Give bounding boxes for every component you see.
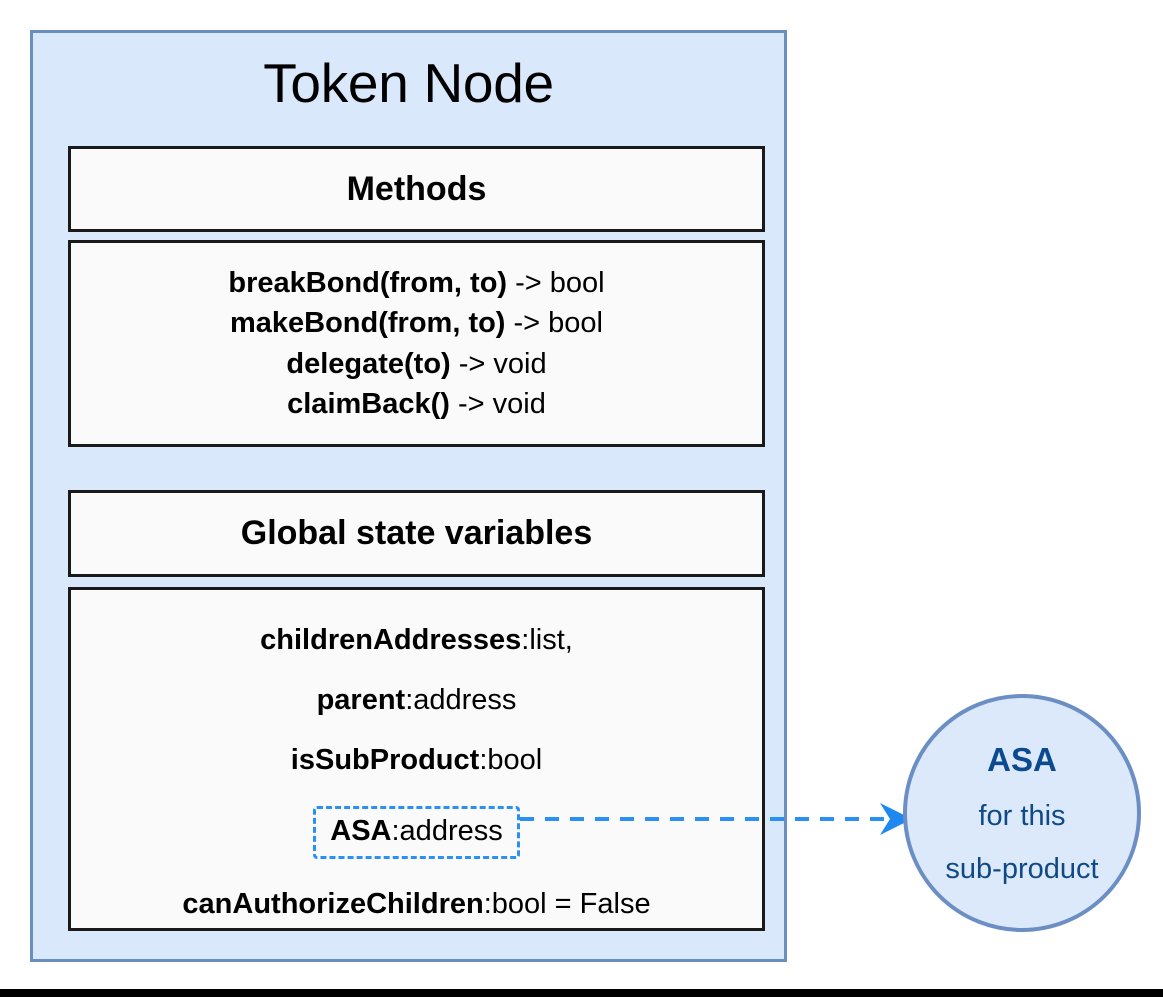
page-title: Token Node [263,52,554,114]
variable-type: :bool [479,744,543,776]
state-variables-list: childrenAddresses:list, parent:address i… [71,590,762,928]
asa-node-circle[interactable]: ASA for this sub-product [903,694,1141,932]
method-item: delegate(to) -> void [286,344,546,384]
variable-type: :address [391,815,503,847]
method-signature: breakBond(from, to) [228,267,508,300]
variable-name: isSubProduct [290,744,480,776]
state-variable-item: isSubProduct:bool [291,746,542,775]
variable-type: :bool = False [483,888,651,920]
variable-name: canAuthorizeChildren [182,888,484,920]
state-variable-item: canAuthorizeChildren:bool = False [182,890,650,919]
variable-name: ASA [330,815,392,847]
method-return: -> bool [505,307,604,340]
asa-node-line-3: sub-product [945,852,1099,885]
method-signature: makeBond(from, to) [229,307,506,340]
state-variable-item: parent:address [317,686,517,715]
state-variables-header-label: Global state variables [240,514,593,552]
asa-node-line-2: for this [978,799,1066,832]
variable-type: :address [405,684,517,716]
method-item: claimBack() -> void [287,384,546,424]
methods-list-box[interactable]: breakBond(from, to) -> bool makeBond(fro… [68,240,765,447]
state-variables-list-box[interactable]: childrenAddresses:list, parent:address i… [68,587,765,931]
token-node-panel[interactable]: Token Node Methods breakBond(from, to) -… [30,30,787,962]
method-return: -> void [449,387,546,420]
method-signature: claimBack() [287,387,450,420]
asa-node-title: ASA [987,740,1057,778]
state-variables-header-box[interactable]: Global state variables [68,490,765,577]
variable-type: :list, [521,624,573,656]
method-item: makeBond(from, to) -> bool [230,303,603,343]
asa-highlight-box[interactable]: ASA:address [313,806,520,859]
variable-name: childrenAddresses [260,624,522,656]
state-variable-item: childrenAddresses:list, [260,626,573,655]
method-signature: delegate(to) [286,347,451,380]
method-return: -> bool [507,267,605,300]
method-item: breakBond(from, to) -> bool [228,263,604,303]
methods-header-label: Methods [346,169,487,208]
method-return: -> void [450,347,547,380]
variable-name: parent [316,684,406,716]
state-variable-item-highlighted[interactable]: ASA:address [313,806,520,859]
bottom-edge-bar [0,989,1163,997]
methods-list: breakBond(from, to) -> bool makeBond(fro… [71,243,762,444]
methods-header-box[interactable]: Methods [68,146,765,232]
